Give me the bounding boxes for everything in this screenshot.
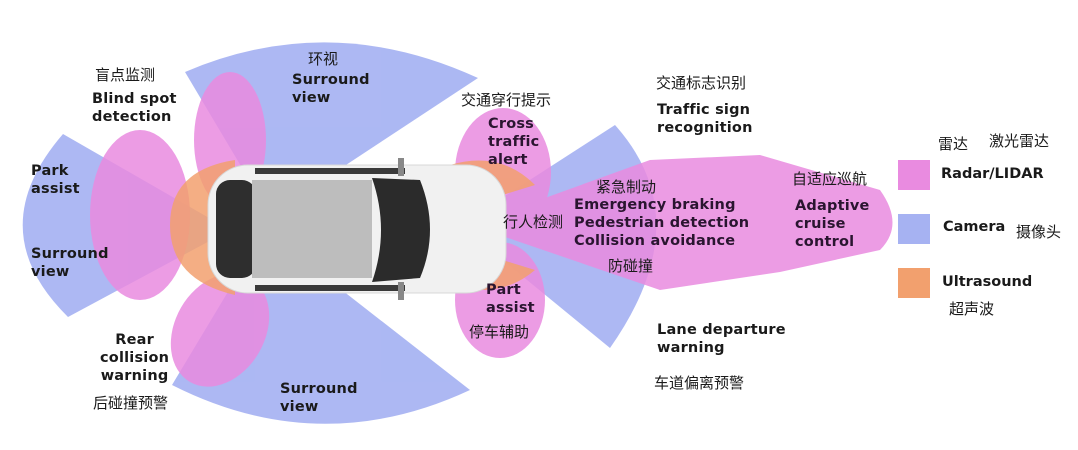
acc-cn: 自适应巡航 [792, 170, 868, 188]
legend-swatch-camera [898, 214, 930, 244]
pedestrian-cn: 行人检测 [503, 213, 564, 231]
legend-ultrasound-label: Ultrasound [942, 274, 1033, 290]
blind-spot-cn: 盲点监测 [95, 66, 156, 84]
emergency-cn-top: 紧急制动 [596, 178, 657, 196]
collision-avoid-cn: 防碰撞 [608, 257, 654, 275]
legend-radar-cn: 雷达 [938, 135, 969, 153]
radar-zone-long-range [470, 155, 893, 290]
legend-swatch-radar [898, 160, 930, 190]
cross-traffic-cn: 交通穿行提示 [461, 91, 552, 109]
part-assist-cn: 停车辅助 [469, 323, 530, 341]
legend-lidar-cn: 激光雷达 [989, 132, 1050, 150]
car-image [207, 158, 507, 300]
lane-departure-cn: 车道偏离预警 [654, 374, 745, 392]
legend-camera-label: Camera [943, 219, 1006, 235]
legend-radar-label: Radar/LIDAR [941, 166, 1044, 182]
rear-collision-cn: 后碰撞预警 [93, 394, 169, 412]
traffic-sign-cn: 交通标志识别 [656, 74, 747, 92]
legend-camera-cn: 摄像头 [1016, 223, 1062, 241]
legend-ultrasound-cn: 超声波 [949, 300, 995, 318]
radar-zone-rear-bottom [170, 273, 270, 387]
legend-swatch-ultrasound [898, 268, 930, 298]
surround-top-cn: 环视 [308, 50, 339, 68]
radar-zone-blind-spot-left [90, 130, 190, 300]
